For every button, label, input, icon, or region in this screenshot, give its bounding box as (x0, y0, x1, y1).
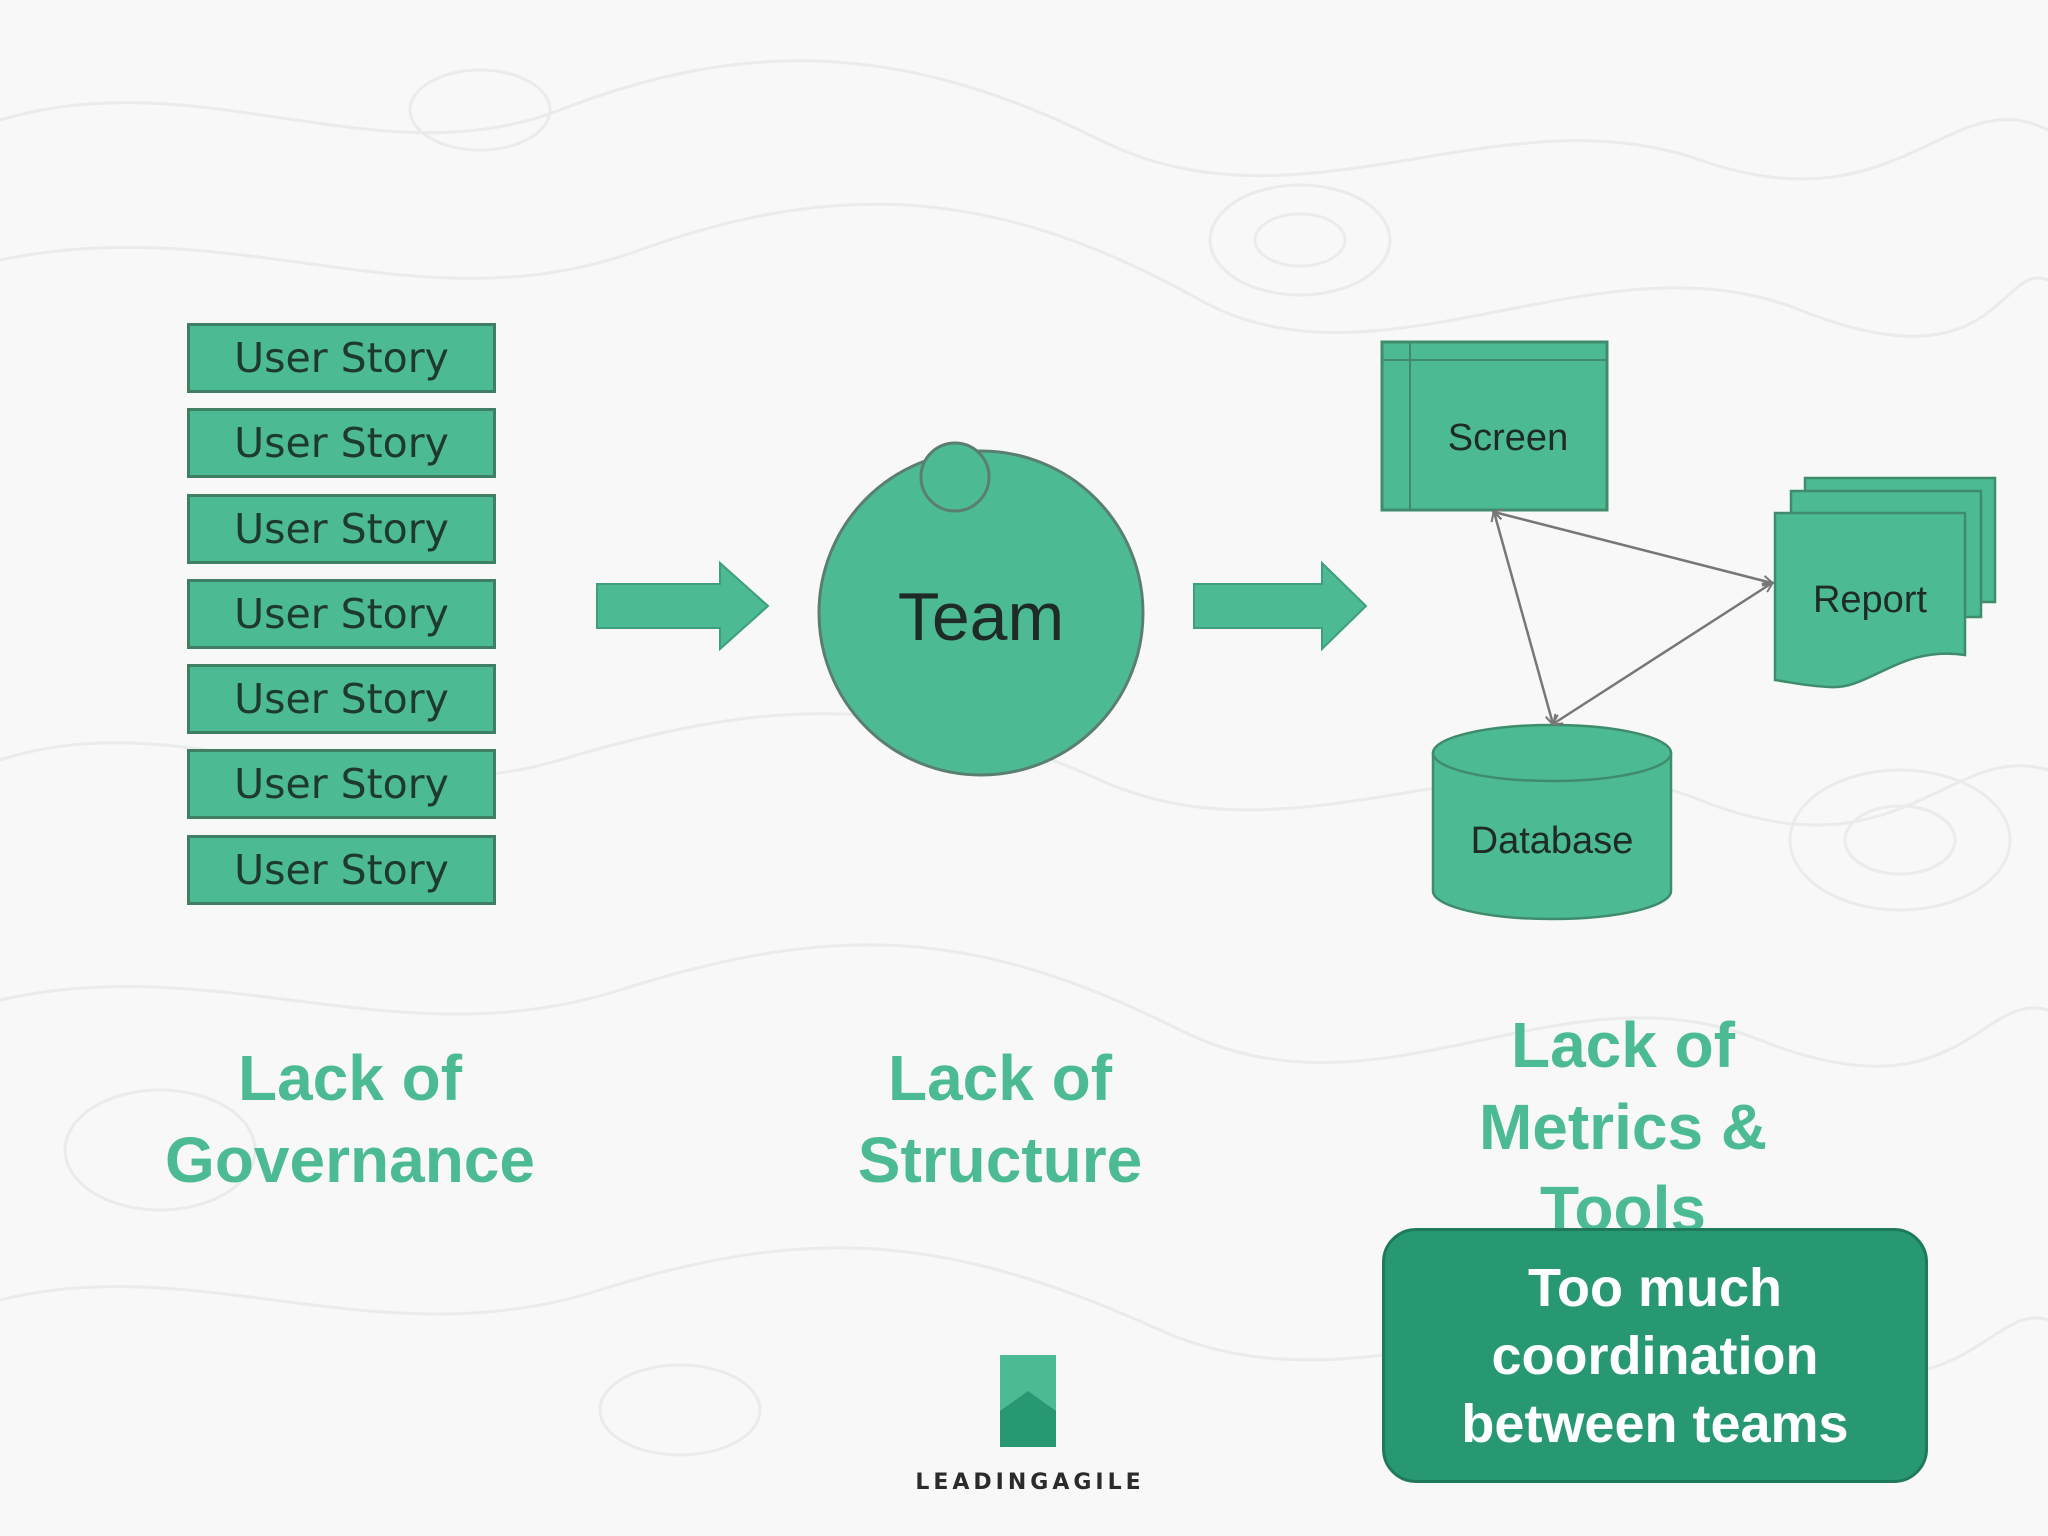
flow-arrow-right (1193, 560, 1368, 652)
user-story-box: User Story (187, 493, 496, 564)
user-story-box: User Story (187, 749, 496, 820)
team-label: Team (898, 579, 1064, 655)
screen-node: Screen (1380, 340, 1609, 512)
leadingagile-logo-icon (1000, 1355, 1056, 1447)
caption-structure: Lack of Structure (857, 1042, 1143, 1196)
coordination-callout: Too much coordination between teams (1382, 1228, 1928, 1483)
report-node: Report (1773, 476, 1997, 689)
team-head-circle (919, 441, 991, 513)
caption-governance: Lack of Governance (165, 1042, 535, 1196)
database-label: Database (1471, 820, 1634, 862)
team-circle (817, 449, 1145, 777)
database-node: Database (1431, 723, 1673, 921)
user-story-box: User Story (187, 834, 496, 905)
user-story-box: User Story (187, 408, 496, 479)
caption-metrics-tools: Lack of Metrics & Tools (1478, 1009, 1768, 1245)
user-story-box: User Story (187, 578, 496, 649)
logo-wordmark: LEADINGAGILE (915, 1470, 1145, 1495)
screen-label: Screen (1448, 417, 1568, 459)
report-database-connector (1553, 583, 1772, 724)
screen-report-connector (1494, 512, 1772, 583)
flow-arrow-right (596, 560, 770, 652)
screen-database-connector (1494, 512, 1553, 724)
user-story-stack: User Story User Story User Story User St… (187, 323, 496, 920)
user-story-box: User Story (187, 323, 496, 393)
report-label: Report (1813, 579, 1927, 621)
user-story-box: User Story (187, 664, 496, 735)
